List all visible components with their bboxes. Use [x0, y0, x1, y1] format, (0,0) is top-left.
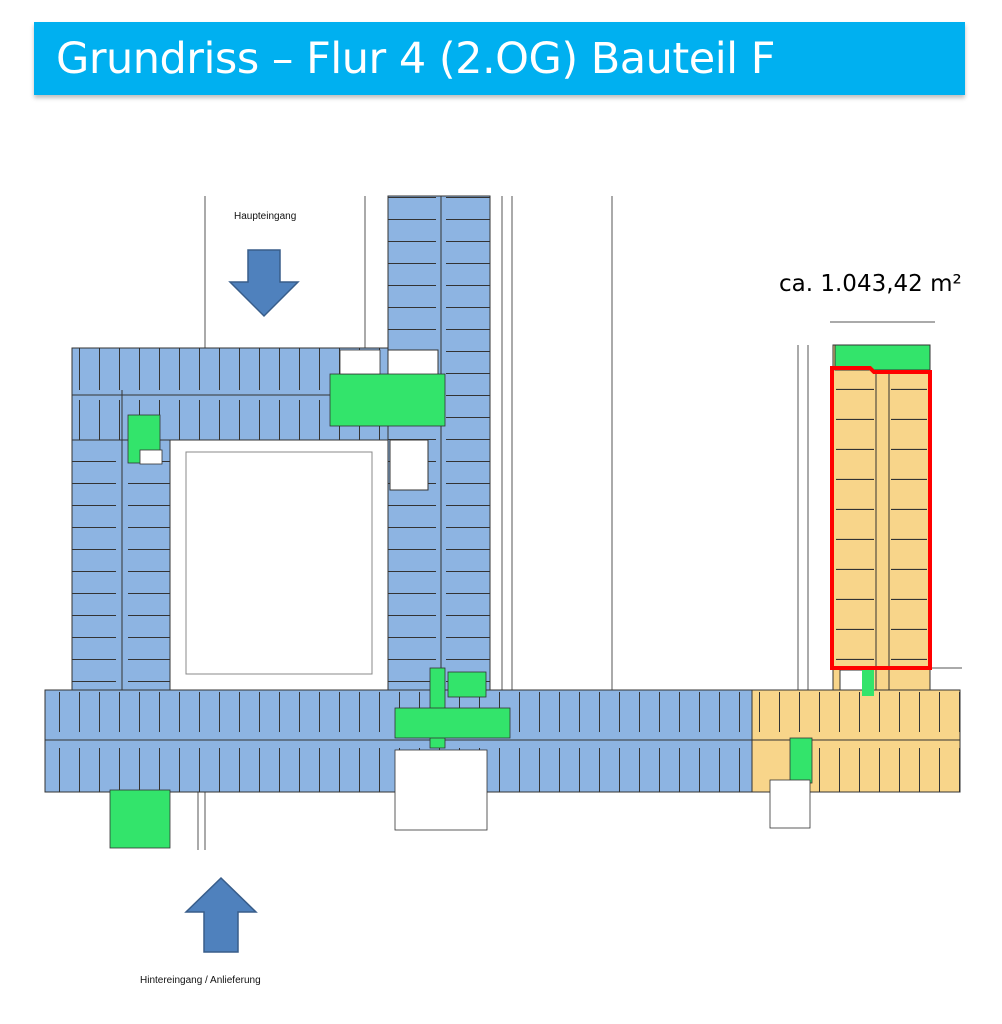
axis-lines: [197, 196, 962, 850]
title-banner: Grundriss – Flur 4 (2.OG) Bauteil F: [34, 22, 965, 95]
stairwells: [139, 349, 811, 831]
wing-south: [44, 689, 961, 793]
main-entrance-label: Haupteingang: [234, 211, 297, 222]
common-areas: [109, 373, 813, 849]
wing-bauteil-f: [832, 344, 931, 696]
arrow-down-icon: [228, 249, 300, 318]
arrow-up-icon: [184, 876, 258, 953]
rear-entrance-label: Hintereingang / Anlieferung: [140, 975, 261, 986]
area-label: ca. 1.043,42 m²: [779, 271, 962, 297]
wing-north-west: [71, 347, 389, 691]
wing-central-tower: [387, 195, 491, 691]
highlight-border: [830, 366, 932, 670]
page-title: Grundriss – Flur 4 (2.OG) Bauteil F: [56, 34, 776, 84]
